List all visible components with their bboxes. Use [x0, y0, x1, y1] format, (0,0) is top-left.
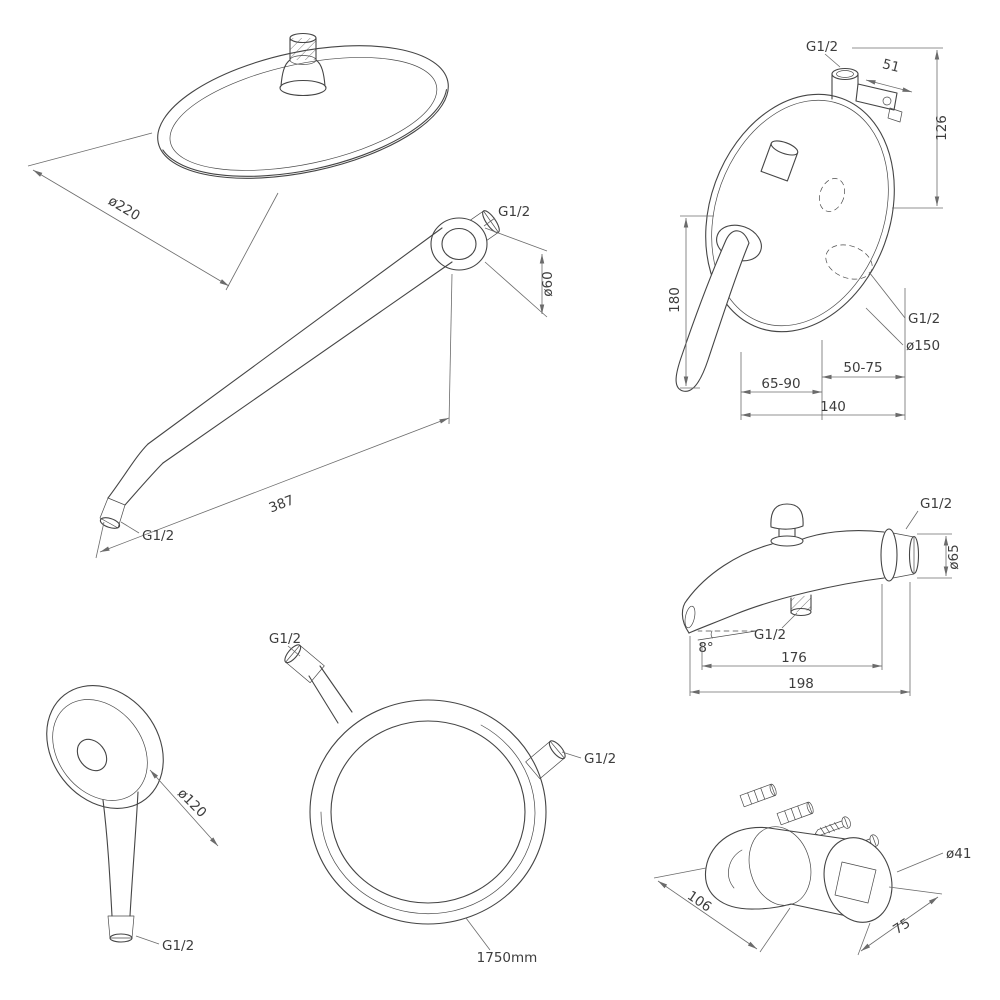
spout-angle-dim: 8°	[697, 630, 757, 656]
arm-length-label: 387	[267, 492, 297, 516]
bracket-anchor-plug	[776, 801, 814, 826]
hand-shower-diameter-dim: ø120	[149, 769, 219, 847]
mixer-depth-b-label: 50-75	[843, 360, 882, 376]
mixer-width-label: 140	[820, 399, 846, 415]
hand-shower-thread-label: G1/2	[162, 938, 194, 954]
mixer-handle	[675, 224, 762, 392]
arm-tip-thread-callout: G1/2	[120, 521, 174, 544]
spout-diameter-label: ø65	[946, 544, 962, 569]
hose-length-callout: 1750mm	[465, 917, 538, 966]
bracket-diameter-callout: ø41	[896, 846, 971, 873]
hand-shower-handle	[102, 791, 139, 943]
bath-spout: G1/2 ø65 8° G1/2 176 198	[681, 496, 962, 696]
mixer-top-offset-dim: 51	[865, 56, 913, 93]
spout-angle-label: 8°	[698, 640, 713, 656]
hose-coil	[309, 699, 547, 925]
spout-diameter-dim: ø65	[917, 533, 962, 579]
mixer-depth-a-label: 65-90	[761, 376, 800, 392]
rain-shower-head: ø220	[27, 32, 449, 291]
arm-wall-thread-label: G1/2	[498, 204, 530, 220]
bracket-diameter-label: ø41	[946, 846, 971, 862]
mixer-top-height-label: 126	[934, 115, 950, 141]
rain-head-diameter-dim: ø220	[27, 132, 279, 291]
hose-end-left	[284, 644, 353, 724]
spout-bottom-thread-callout: G1/2	[754, 612, 798, 643]
mixer-outlet-thread-label: G1/2	[908, 311, 940, 327]
spout-wall-thread-label: G1/2	[920, 496, 952, 512]
spout-bottom-thread-label: G1/2	[754, 627, 786, 643]
arm-length-dim: 387	[95, 273, 453, 559]
spout-body	[681, 528, 920, 634]
mixer-top-height-dim: 126	[852, 47, 950, 209]
spout-wall-thread-callout: G1/2	[905, 496, 952, 530]
hose-length-label: 1750mm	[477, 950, 538, 966]
mixer-cartridge	[760, 140, 799, 182]
concealed-mixer: G1/2 51 126 180 G1/2 ø150	[667, 39, 950, 420]
mixer-height-label: 180	[667, 287, 683, 313]
arm-wall-flange	[430, 210, 500, 271]
hose-thread-left-label: G1/2	[269, 631, 301, 647]
shower-arm: G1/2 ø60 387 G1/2	[95, 204, 556, 559]
bracket-depth-label: 75	[890, 915, 913, 938]
wall-bracket: ø41 106 75	[653, 783, 971, 956]
hose-thread-right-callout: G1/2	[561, 751, 616, 767]
rain-head-connector	[279, 32, 327, 97]
bracket-anchor-plug	[739, 783, 777, 808]
mixer-top-offset-label: 51	[881, 56, 902, 76]
spout-length-total-label: 198	[788, 676, 814, 692]
spout-length-inner-label: 176	[781, 650, 807, 666]
arm-wall-thread-callout: G1/2	[483, 204, 530, 227]
hose-thread-left-callout: G1/2	[269, 631, 301, 657]
hand-shower: ø120 G1/2	[46, 685, 219, 954]
arm-tip-thread-label: G1/2	[142, 528, 174, 544]
arm-flange-diameter-dim: ø60	[484, 227, 556, 318]
arm-flange-diameter-label: ø60	[540, 271, 556, 296]
hand-shower-head	[46, 685, 164, 809]
shower-hose: G1/2 G1/2 1750mm	[269, 631, 616, 966]
bracket-depth-dim: 75	[857, 886, 943, 956]
mixer-top-thread-callout: G1/2	[806, 39, 841, 68]
mixer-plate-diameter-callout: ø150	[865, 307, 940, 354]
hose-end-right	[525, 740, 566, 780]
mixer-outlet-thread-callout: G1/2	[868, 271, 940, 327]
hose-thread-right-label: G1/2	[584, 751, 616, 767]
mixer-height-dim: 180	[667, 215, 714, 389]
spout-length-dims: 176 198	[689, 582, 911, 696]
mixer-depth-dims: 65-90 50-75 140	[740, 288, 906, 420]
mixer-top-thread-label: G1/2	[806, 39, 838, 55]
rain-head-diameter-label: ø220	[105, 193, 142, 224]
spout-diverter-knob	[770, 503, 804, 547]
bracket-screw	[814, 816, 851, 836]
mixer-plate	[705, 93, 895, 333]
mixer-plate-diameter-label: ø150	[906, 338, 940, 354]
hand-shower-thread-callout: G1/2	[135, 935, 194, 954]
